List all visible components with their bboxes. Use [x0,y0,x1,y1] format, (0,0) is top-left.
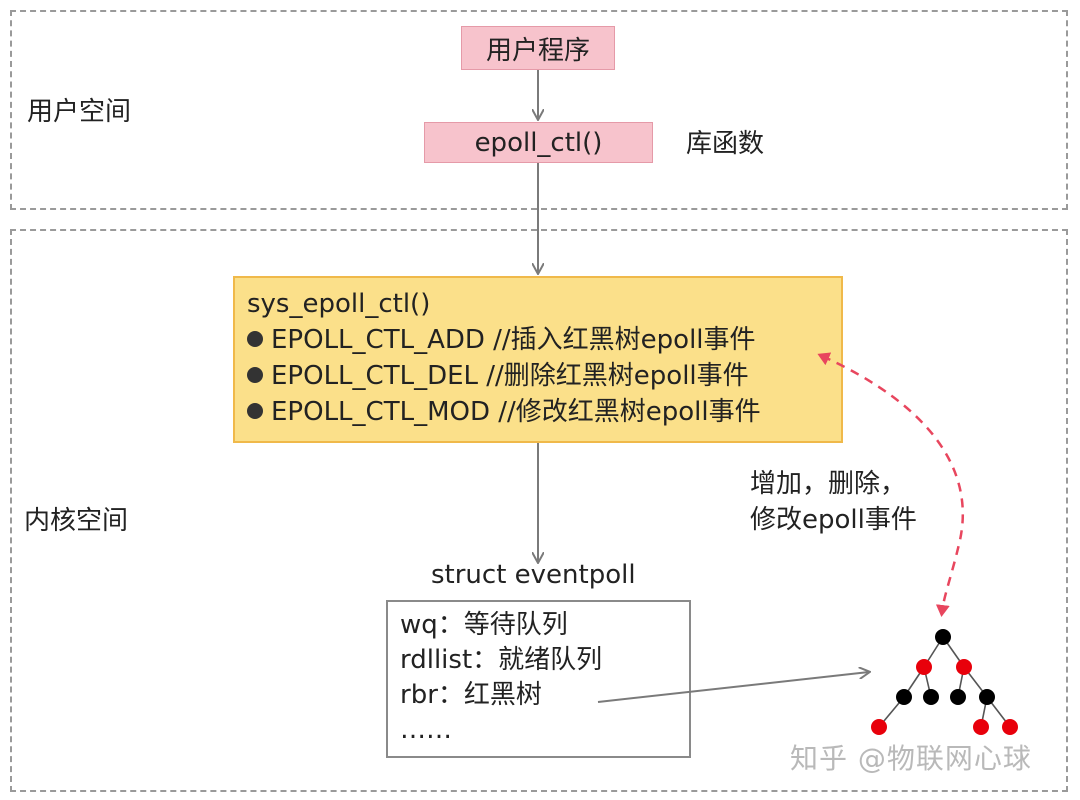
user-space-label: 用户空间 [27,97,132,127]
struct-field-rdllist: rdllist：就绪队列 [400,645,603,675]
tree-node-red [1002,719,1018,735]
red-black-tree-icon [871,629,1018,735]
tree-node-black [935,629,951,645]
syscall-item-add: EPOLL_CTL_ADD //插入红黑树epoll事件 [247,322,829,358]
struct-field-wq: wq：等待队列 [400,610,568,640]
sys-epoll-ctl-box: sys_epoll_ctl() EPOLL_CTL_ADD //插入红黑树epo… [233,276,843,443]
syscall-item-del: EPOLL_CTL_DEL //删除红黑树epoll事件 [247,358,829,394]
kernel-space-label: 内核空间 [24,506,129,536]
struct-eventpoll-box: wq：等待队列 rdllist：就绪队列 rbr：红黑树 …… [386,600,691,758]
tree-node-red [956,659,972,675]
tree-node-black [979,689,995,705]
arrow-rbr-to-tree [597,672,869,703]
tree-node-red [916,659,932,675]
sys-epoll-ctl-title: sys_epoll_ctl() [247,289,431,319]
watermark: 知乎 @物联网心球 [790,742,1032,775]
tree-node-black [950,689,966,705]
tree-node-red [973,719,989,735]
bullet-icon [247,330,263,347]
struct-field-ellipsis: …… [400,715,452,745]
struct-eventpoll-title: struct eventpoll [431,560,636,590]
library-function-label: 库函数 [686,129,765,159]
user-program-box: 用户程序 [461,26,615,70]
bullet-icon [247,402,263,419]
struct-field-rbr: rbr：红黑树 [400,680,542,710]
bullet-icon [247,366,263,383]
epoll-ctl-box: epoll_ctl() [424,122,653,163]
tree-node-black [923,689,939,705]
syscall-item-mod: EPOLL_CTL_MOD //修改红黑树epoll事件 [247,394,829,430]
tree-node-red [871,719,887,735]
dashed-double-arrow [817,352,965,617]
tree-node-black [896,689,912,705]
